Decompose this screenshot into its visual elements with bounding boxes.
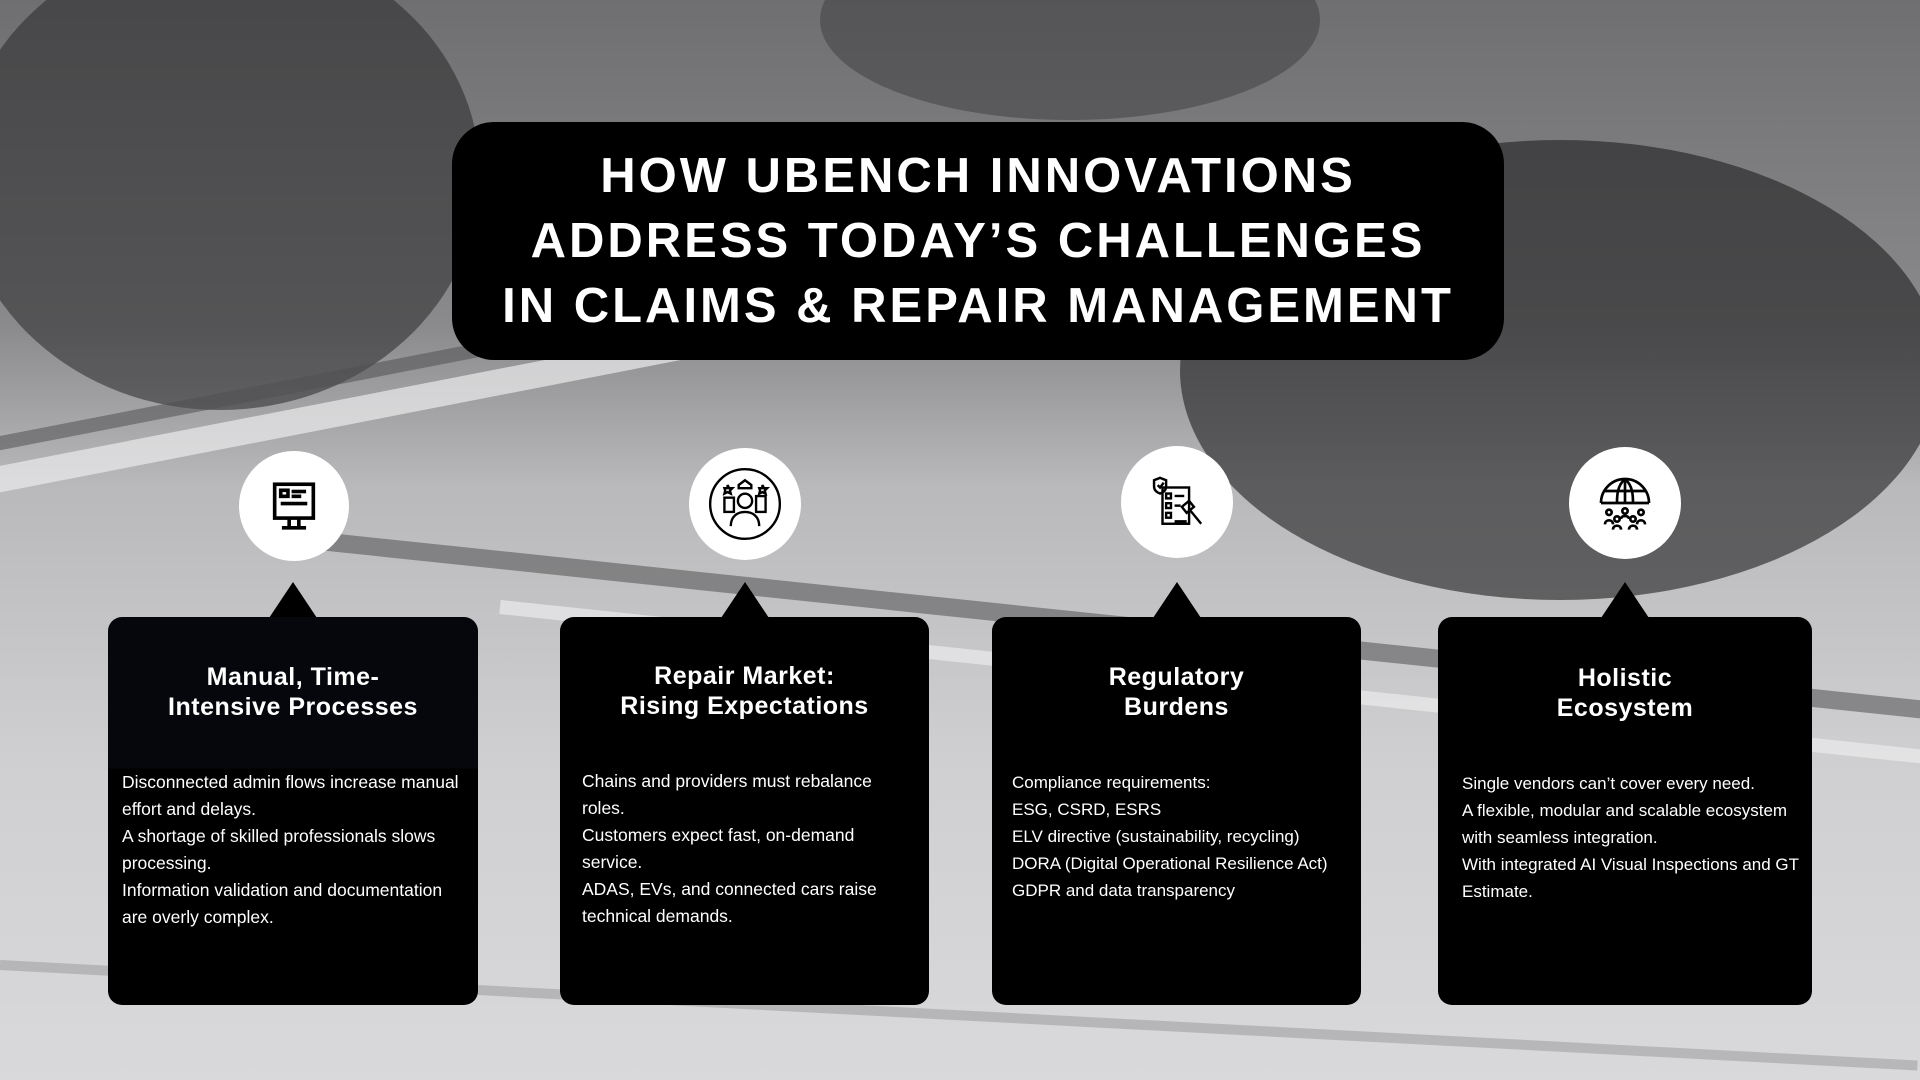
monitor-id-card-icon [239,451,349,561]
card-body: Chains and providers must rebalance role… [582,768,889,930]
card-title-line: Burdens [1124,693,1229,721]
card-body-item: DORA (Digital Operational Resilience Act… [1012,854,1328,873]
card-body-item: ESG, CSRD, ESRS [1012,800,1162,819]
card-title-line: Regulatory [1108,663,1245,691]
title-line: IN CLAIMS & REPAIR MANAGEMENT [502,278,1454,333]
card-body-item: Customers expect fast, on-demand service… [582,825,855,872]
card-body-item: Disconnected admin flows increase manual… [122,772,459,819]
card-title-line: Ecosystem [1556,694,1694,722]
card-body: Single vendors can’t cover every need. A… [1462,770,1806,905]
card-body: Compliance requirements: ESG, CSRD, ESRS… [1012,769,1357,904]
title-banner: HOW UBENCH INNOVATIONS ADDRESS TODAY’S C… [452,122,1504,360]
title-line: ADDRESS TODAY’S CHALLENGES [530,213,1426,268]
card-body: Disconnected admin flows increase manual… [122,769,470,931]
card-title: Holistic Ecosystem [1438,663,1812,723]
card-pointer [269,582,317,618]
card-pointer [721,582,769,618]
challenge-card-holistic-ecosystem: Holistic Ecosystem Single vendors can’t … [1438,617,1812,1005]
card-body-item: Information validation and documentation… [122,880,443,927]
card-body-item: Chains and providers must rebalance role… [582,771,872,818]
card-title-line: Repair Market: [654,662,835,690]
card-title-line: Holistic [1577,664,1673,692]
challenge-card-regulatory-burdens: Regulatory Burdens Compliance requiremen… [992,617,1361,1005]
card-body-item: A flexible, modular and scalable ecosyst… [1462,801,1788,847]
card-title-line: Rising Expectations [620,692,869,720]
title-line: HOW UBENCH INNOVATIONS [600,148,1356,203]
card-body-item: A shortage of skilled professionals slow… [122,826,436,873]
card-title: Regulatory Burdens [992,662,1361,722]
card-body-item: ELV directive (sustainability, recycling… [1012,827,1300,846]
global-network-people-icon [1569,447,1681,559]
card-pointer [1153,582,1201,618]
challenge-card-repair-market: Repair Market: Rising Expectations Chain… [560,617,929,1005]
card-body-item: ADAS, EVs, and connected cars raise tech… [582,879,877,926]
card-title-line: Intensive Processes [168,693,418,721]
challenge-card-manual-processes: Manual, Time- Intensive Processes Discon… [108,617,478,1005]
card-title: Repair Market: Rising Expectations [560,661,929,721]
card-body-item: GDPR and data transparency [1012,881,1236,900]
card-body-item: Single vendors can’t cover every need. [1462,774,1755,793]
card-title: Manual, Time- Intensive Processes [108,662,478,722]
customer-expectations-icon [689,448,801,560]
card-pointer [1601,582,1649,618]
regulation-checklist-gavel-icon [1121,446,1233,558]
card-title-line: Manual, Time- [206,663,380,691]
card-body-item: With integrated AI Visual Inspections an… [1462,855,1799,901]
card-body-item: Compliance requirements: [1012,773,1211,792]
